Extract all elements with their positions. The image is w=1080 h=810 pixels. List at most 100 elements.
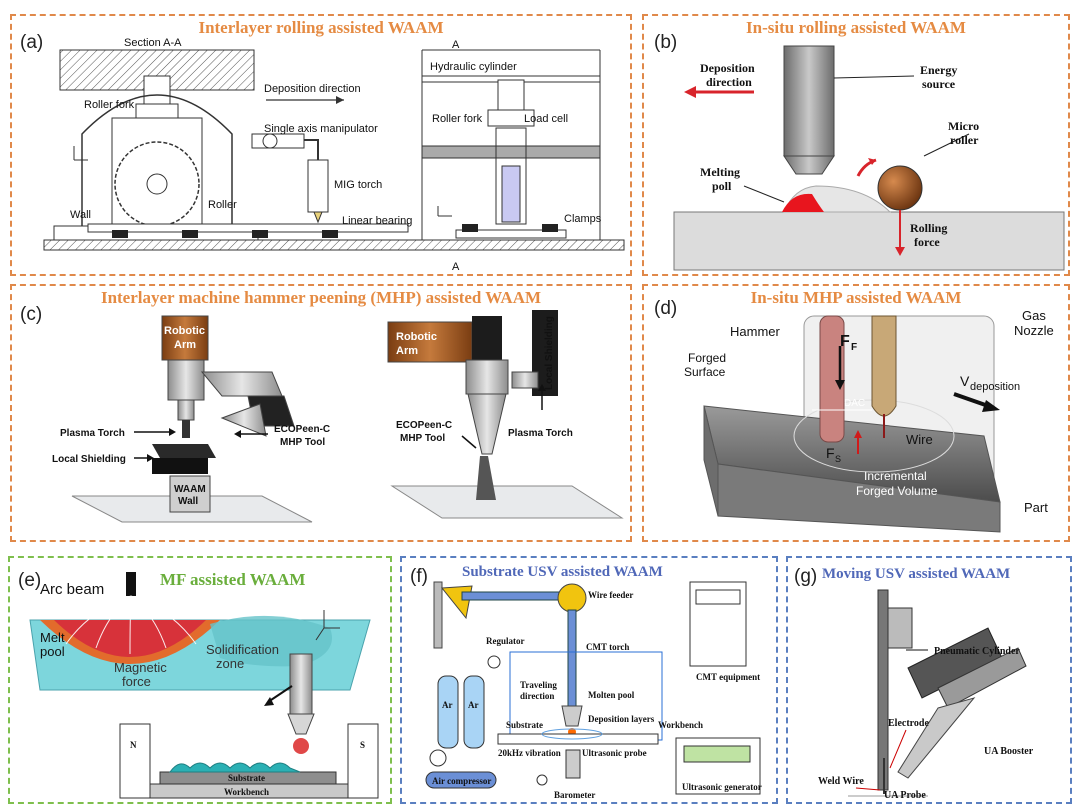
label-local-shielding-2: Local Shielding [544,316,555,390]
panel-f-diagram: Wire feeder Regulator CMT torch CMT equi… [425,581,762,800]
panel-e-diagram: Arc beam Melt pool Magnetic force Solidi… [29,572,379,799]
label-energy-1: Energy [920,63,957,77]
label-dac: DAC [844,398,865,409]
label-substrate: Substrate [228,773,265,783]
label-pneumatic-cylinder: Pneumatic Cylinder [934,646,1020,657]
label-melting-2: poll [712,179,732,193]
label-cmt-equipment: CMT equipment [696,672,760,682]
label-vibration: 20kHz vibration [498,748,561,758]
label-deposition-2: direction [706,75,752,89]
label-ecopeen-2a: ECOPeen-C [396,420,452,431]
label-ff-sub: F [851,342,857,353]
label-ecopeen-2b: MHP Tool [400,433,445,444]
label-deposition-1: Deposition [700,61,755,75]
label-fs-sub: S [835,454,841,464]
label-a-top: A [452,39,460,51]
panel-a-diagram: Section A-A A A Roller fork Roller Wall … [43,37,625,273]
label-melt-2: pool [40,644,65,659]
label-clamps: Clamps [564,213,602,225]
label-solid-2: zone [216,656,244,671]
label-magnetic-2: force [122,674,151,689]
label-arc-beam: Arc beam [40,581,104,598]
label-incremental-1: Incremental [864,469,927,483]
label-ecopeen-1b: MHP Tool [280,437,325,448]
label-rolling-2: force [914,235,940,249]
label-section: Section A-A [124,37,182,49]
panel-b-title: In-situ rolling assisted WAAM [746,18,966,37]
label-forged-1: Forged [688,351,726,365]
label-v-sub: deposition [970,381,1020,393]
panel-b-letter: (b) [654,32,678,53]
label-ultrasonic-probe: Ultrasonic probe [582,748,647,758]
label-gas-1: Gas [1022,308,1046,323]
label-ultrasonic-generator: Ultrasonic generator [682,782,762,792]
label-a-bottom: A [452,261,460,273]
label-rolling-1: Rolling [910,221,947,235]
label-load-cell: Load cell [524,113,568,125]
label-workbench: Workbench [224,787,269,797]
panel-f-title: Substrate USV assisted WAAM [462,564,663,580]
label-traveling-1: Traveling [520,680,557,690]
label-plasma-torch: Plasma Torch [60,428,125,439]
label-fs: F [826,445,835,461]
label-ua-booster: UA Booster [984,746,1034,757]
label-hydraulic-cylinder: Hydraulic cylinder [430,61,517,73]
panel-f: (f) Substrate USV assisted WAAM Wire fee… [400,556,778,804]
label-single-axis-manipulator: Single axis manipulator [264,123,378,135]
panel-c-title: Interlayer machine hammer peening (MHP) … [100,288,542,307]
label-workbench-f: Workbench [658,720,703,730]
label-wire: Wire [906,432,933,447]
label-robotic-arm-2a: Robotic [396,331,437,343]
label-traveling-2: direction [520,691,554,701]
label-waam-2: Wall [178,496,198,507]
label-wire-feeder: Wire feeder [588,590,633,600]
label-melt-1: Melt [40,630,65,645]
label-ua-probe: UA Probe [884,790,926,801]
label-air-compressor: Air compressor [432,776,491,786]
label-deposition-direction: Deposition direction [264,83,361,95]
label-ff: F [840,333,850,350]
label-melting-1: Melting [700,165,740,179]
panel-g-diagram: Pneumatic Cylinder Electrode UA Booster … [818,589,1034,801]
label-ar-2: Ar [468,700,479,710]
panel-g-title: Moving USV assisted WAAM [822,566,1011,582]
label-waam-1: WAAM [174,484,206,495]
panel-c-letter: (c) [20,304,43,325]
label-magnetic-1: Magnetic [114,660,167,675]
label-local-shielding: Local Shielding [52,454,126,465]
label-micro-2: roller [950,133,979,147]
label-plasma-torch-2: Plasma Torch [508,428,573,439]
panel-e-letter: (e) [18,570,42,591]
label-electrode: Electrode [888,718,929,729]
panel-f-letter: (f) [410,566,428,587]
label-energy-2: source [922,77,956,91]
label-mig-torch: MIG torch [334,179,382,191]
label-robotic-arm-2b: Arm [396,345,418,357]
panel-c: (c) Interlayer machine hammer peening (M… [10,284,632,542]
label-incremental-2: Forged Volume [856,484,938,498]
panel-a: (a) Interlayer rolling assisted WAAM [10,14,632,276]
panel-g-letter: (g) [794,566,818,587]
panel-c-diagram: Robotic Arm Plasma Torch Local Shielding… [52,310,624,523]
label-micro-1: Micro [948,119,979,133]
panel-a-letter: (a) [20,32,44,53]
label-barometer: Barometer [554,790,595,800]
label-ecopeen-1a: ECOPeen-C [274,424,330,435]
label-molten-pool: Molten pool [588,690,635,700]
label-roller: Roller [208,199,237,211]
label-n: N [130,740,137,750]
label-cmt-torch: CMT torch [586,642,629,652]
label-linear-bearing: Linear bearing [342,215,412,227]
panel-d-letter: (d) [654,298,678,319]
panel-e-title: MF assisted WAAM [160,570,306,589]
label-ar-1: Ar [442,700,453,710]
label-substrate-f: Substrate [506,720,543,730]
label-hammer: Hammer [730,324,781,339]
label-robotic-arm-1b: Arm [174,339,196,351]
label-roller-fork: Roller fork [84,99,135,111]
panel-g: (g) Moving USV assisted WAAM Pneumatic C… [786,556,1072,804]
label-roller-fork-2: Roller fork [432,113,483,125]
label-wall: Wall [70,209,91,221]
label-robotic-arm-1a: Robotic [164,325,205,337]
label-deposition-layers: Deposition layers [588,714,655,724]
